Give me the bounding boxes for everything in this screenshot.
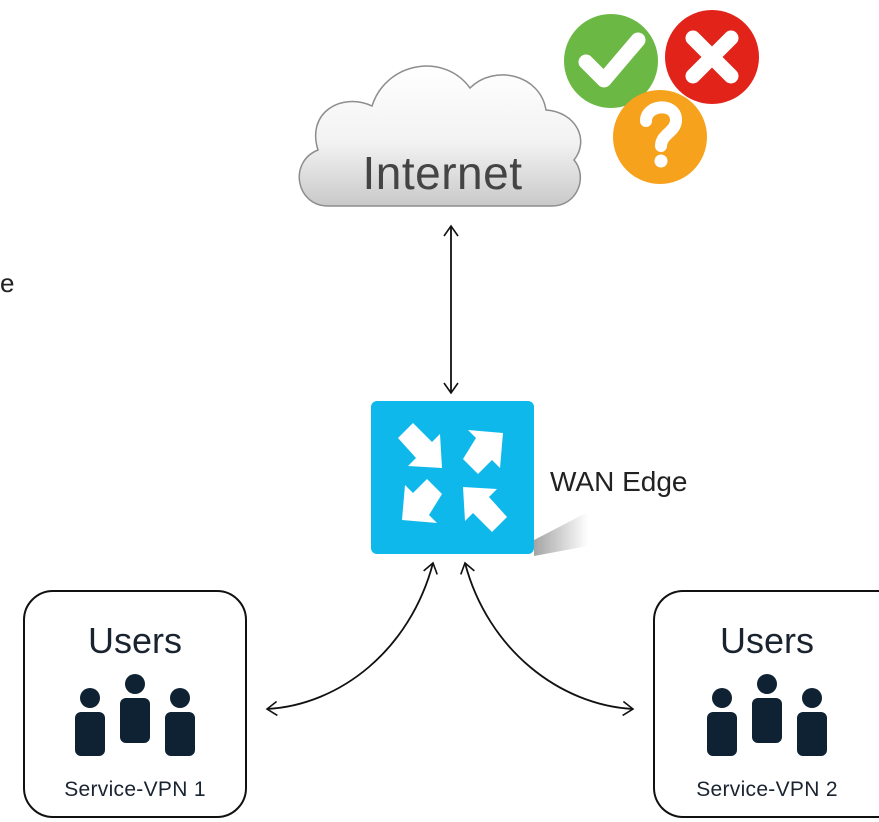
internet-cloud (298, 65, 582, 207)
site-box-vpn2: Users Service-VPN 2 (653, 590, 879, 818)
site-title: Users (87, 620, 182, 661)
site-title: Users (719, 620, 814, 661)
service-vpn-label: Service-VPN 2 (696, 778, 838, 801)
users-group-icon (75, 674, 195, 756)
clipped-text-fragment: e (0, 268, 14, 298)
service-vpn-label: Service-VPN 1 (64, 778, 206, 801)
question-icon (613, 90, 707, 184)
close-icon (665, 10, 759, 104)
link-arrow-vpn1 (265, 561, 438, 717)
wan-edge-router-icon (371, 401, 588, 556)
check-icon (564, 14, 658, 108)
site-box-vpn1: Users Service-VPN 1 (23, 590, 247, 818)
link-arrow-vpn2 (460, 561, 635, 717)
internet-label: Internet (362, 147, 523, 199)
wan-edge-label: WAN Edge (550, 466, 688, 497)
users-group-icon (707, 674, 827, 756)
